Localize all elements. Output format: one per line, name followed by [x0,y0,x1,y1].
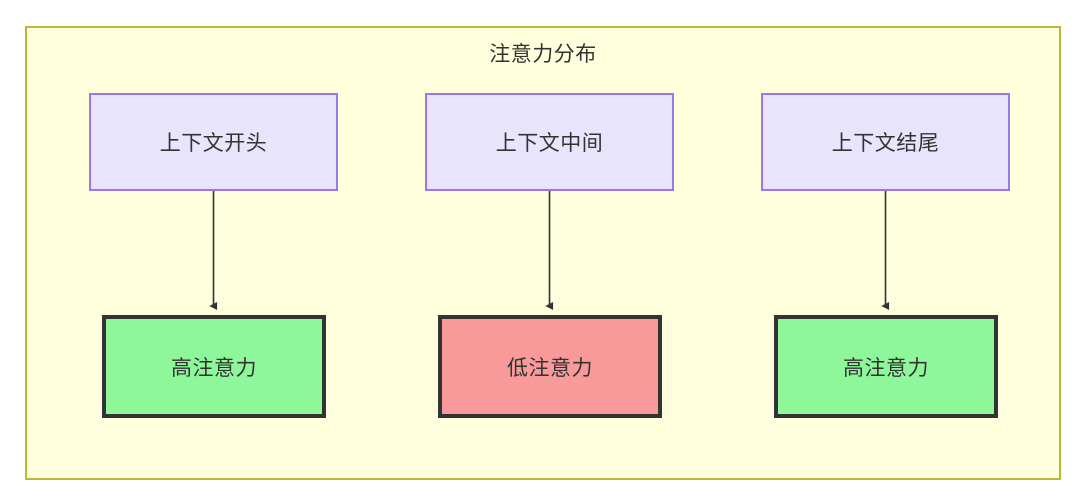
node-attention-middle[interactable]: 低注意力 [438,315,662,418]
node-attention-start-label: 高注意力 [171,356,257,380]
node-context-start[interactable]: 上下文开头 [89,93,338,191]
node-attention-start[interactable]: 高注意力 [102,315,326,418]
node-context-middle[interactable]: 上下文中间 [425,93,674,191]
node-attention-end[interactable]: 高注意力 [774,315,998,418]
subgraph-title: 注意力分布 [489,43,597,66]
node-attention-end-label: 高注意力 [843,356,929,380]
node-context-middle-label: 上下文中间 [495,132,604,155]
node-context-end[interactable]: 上下文结尾 [761,93,1010,191]
node-attention-middle-label: 低注意力 [507,356,593,380]
node-context-end-label: 上下文结尾 [831,132,940,155]
node-context-start-label: 上下文开头 [159,132,268,155]
